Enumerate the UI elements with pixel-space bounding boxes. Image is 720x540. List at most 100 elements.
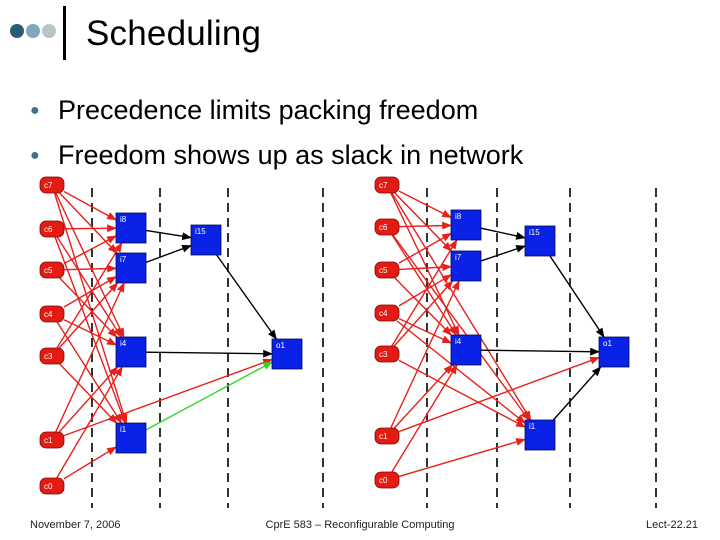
edge-c3-to-i7 [58, 282, 119, 349]
node-box [450, 334, 482, 366]
node-label: c1 [44, 436, 53, 445]
node-box [450, 209, 482, 241]
node-c1: c1 [39, 431, 65, 449]
bullet-item: ● Freedom shows up as slack in network [30, 133, 523, 178]
edge-c7-to-i1 [391, 192, 532, 421]
node-c5: c5 [374, 261, 400, 279]
logo-mark [10, 6, 66, 60]
edge-c0-to-i1 [63, 446, 117, 480]
logo-dot-3 [42, 24, 56, 38]
node-label: i8 [455, 212, 462, 221]
node-c6: c6 [39, 220, 65, 238]
edge-i15-to-o1 [216, 254, 277, 340]
footer-page-number: Lect-22.21 [646, 519, 698, 531]
node-box [374, 345, 400, 363]
node-label: c0 [379, 476, 388, 485]
edge-c1-to-o1 [398, 356, 600, 433]
node-label: o1 [276, 341, 285, 350]
edge-i8-to-i15 [480, 227, 526, 240]
node-c0: c0 [374, 471, 400, 489]
bullet-text: Freedom shows up as slack in network [58, 140, 524, 170]
edge-c0-to-i4 [56, 366, 123, 479]
edge-c3-to-i7 [393, 280, 454, 347]
node-i4: i4 [450, 334, 482, 366]
node-label: i7 [455, 253, 462, 262]
edge-group [390, 190, 605, 478]
edge-c1-to-i4 [393, 364, 453, 429]
edge-c5-to-i4 [59, 277, 118, 338]
edge-c7-to-i4 [390, 192, 460, 336]
edge-c6-to-i1 [54, 236, 126, 424]
node-c4: c4 [39, 305, 65, 323]
node-label: c4 [44, 310, 53, 319]
node-c6: c6 [374, 218, 400, 236]
node-c3: c3 [39, 347, 65, 365]
edge-c5-to-i8 [63, 235, 117, 265]
node-label: c3 [44, 352, 53, 361]
node-c5: c5 [39, 261, 65, 279]
bullet-dot-icon: ● [30, 147, 40, 164]
node-label: i15 [195, 227, 206, 236]
node-box [374, 261, 400, 279]
edge-c6-to-i1 [392, 234, 530, 421]
edge-group [53, 190, 277, 480]
node-i1: i1 [115, 422, 147, 454]
bullet-item: ●Precedence limits packing freedom [30, 88, 523, 133]
node-label: c7 [44, 181, 53, 190]
node-box [374, 427, 400, 445]
edge-i4-to-o1 [480, 347, 600, 356]
node-box [374, 218, 400, 236]
edge-c7-to-i1 [53, 192, 128, 424]
node-box [39, 261, 65, 279]
footer-course: CprE 583 – Reconfigurable Computing [265, 519, 455, 531]
node-box [374, 471, 400, 489]
node-label: c3 [379, 350, 388, 359]
edge-c6-to-i8 [63, 224, 117, 233]
node-label: c5 [379, 266, 388, 275]
node-label: c6 [379, 223, 388, 232]
node-label: c4 [379, 309, 388, 318]
node-o1: o1 [598, 336, 630, 368]
edge-c7-to-i8 [63, 190, 117, 221]
title-divider [63, 6, 66, 60]
edge-c7-to-i7 [394, 192, 453, 252]
node-i15: i15 [524, 225, 556, 257]
node-label: i4 [455, 337, 462, 346]
edge-i4-to-o1 [145, 349, 273, 358]
node-label: i15 [529, 228, 540, 237]
node-o1: o1 [271, 338, 303, 370]
node-label: o1 [603, 339, 612, 348]
node-box [39, 347, 65, 365]
node-box [524, 419, 556, 451]
node-i7: i7 [115, 252, 147, 284]
edge-c1-to-i7 [390, 280, 460, 429]
edge-c4-to-i7 [63, 276, 117, 308]
edge-c1-to-i4 [58, 366, 119, 433]
edge-c7-to-i4 [55, 192, 125, 338]
edge-c5-to-i4 [394, 277, 452, 336]
node-box [450, 250, 482, 282]
schedule-diagrams: c7c6c5c4c3c1c0i8i7i4i1i15o1c7c6c5c4c3c1c… [39, 176, 657, 508]
edge-c5-to-i7 [398, 263, 452, 272]
edge-c3-to-i1 [398, 359, 526, 428]
node-box [524, 225, 556, 257]
node-i8: i8 [450, 209, 482, 241]
node-box [39, 220, 65, 238]
node-label: c1 [379, 432, 388, 441]
edge-c4-to-i4 [63, 319, 117, 346]
node-label: i1 [120, 425, 127, 434]
node-i7: i7 [450, 250, 482, 282]
node-box [271, 338, 303, 370]
node-label: i4 [120, 339, 127, 348]
node-c4: c4 [374, 304, 400, 322]
edge-c6-to-i8 [398, 221, 452, 230]
node-c1: c1 [374, 427, 400, 445]
node-c3: c3 [374, 345, 400, 363]
edge-c1-to-i7 [55, 282, 125, 433]
node-label: i1 [529, 422, 536, 431]
edge-c0-to-i4 [391, 364, 458, 473]
edge-c1-to-o1 [63, 358, 273, 437]
node-c0: c0 [39, 477, 65, 495]
